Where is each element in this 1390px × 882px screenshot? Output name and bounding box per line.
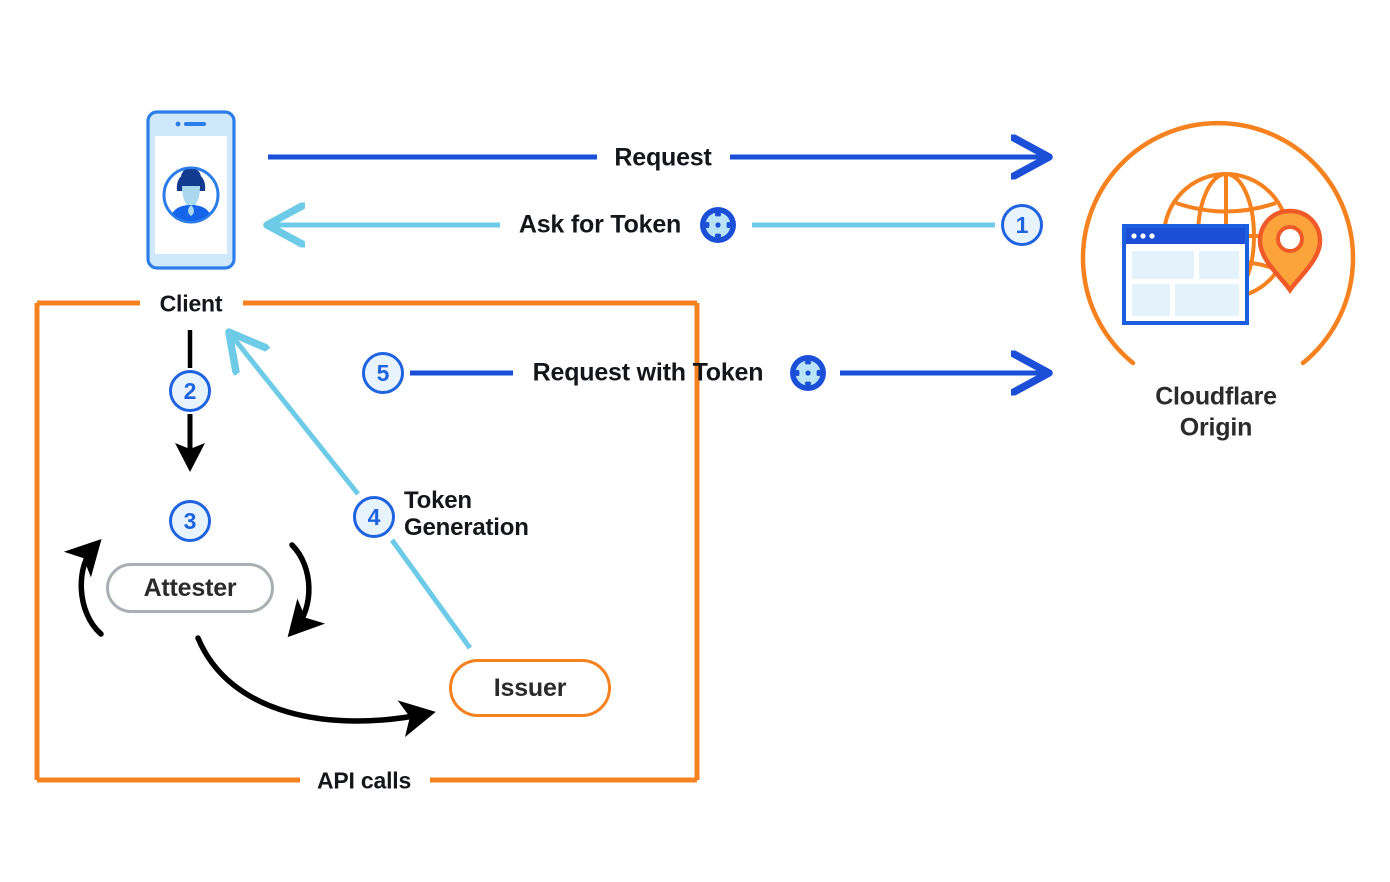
attester-label: Attester (143, 573, 237, 602)
origin-label: Cloudflare Origin (1106, 382, 1326, 443)
map-pin-icon (1257, 208, 1323, 295)
token-generation-label: Token Generation (404, 487, 584, 542)
origin-label-line1: Cloudflare (1155, 382, 1277, 411)
token-icon (698, 205, 738, 245)
token-generation-line2: Generation (404, 513, 529, 541)
token-generation-line1: Token (404, 487, 472, 514)
client-device (146, 110, 236, 275)
api-calls-label: API calls (307, 767, 421, 795)
origin-label-line2: Origin (1179, 413, 1253, 441)
api-calls-group-box (34, 300, 700, 783)
ask-for-token-label: Ask for Token (518, 210, 682, 239)
step-badge-4: 4 (353, 496, 395, 538)
token-generation-arrow (232, 336, 473, 650)
issuer-node[interactable]: Issuer (449, 659, 611, 717)
client-group-label: Client (150, 290, 232, 318)
step-badge-3: 3 (169, 500, 211, 542)
browser-window-icon (1122, 224, 1249, 325)
request-label: Request (614, 143, 712, 172)
token-icon (788, 353, 828, 393)
user-avatar-icon (162, 166, 220, 224)
step-badge-2: 2 (169, 370, 211, 412)
attester-loop-arrows (63, 539, 436, 738)
origin-icon-group (1080, 120, 1356, 366)
request-with-token-label: Request with Token (532, 358, 764, 387)
attester-node[interactable]: Attester (106, 563, 274, 613)
mobile-device-icon (146, 110, 236, 270)
step-badge-5: 5 (362, 352, 404, 394)
step-badge-1: 1 (1001, 204, 1043, 246)
issuer-label: Issuer (493, 673, 567, 702)
cloudflare-origin-node (1068, 108, 1368, 403)
